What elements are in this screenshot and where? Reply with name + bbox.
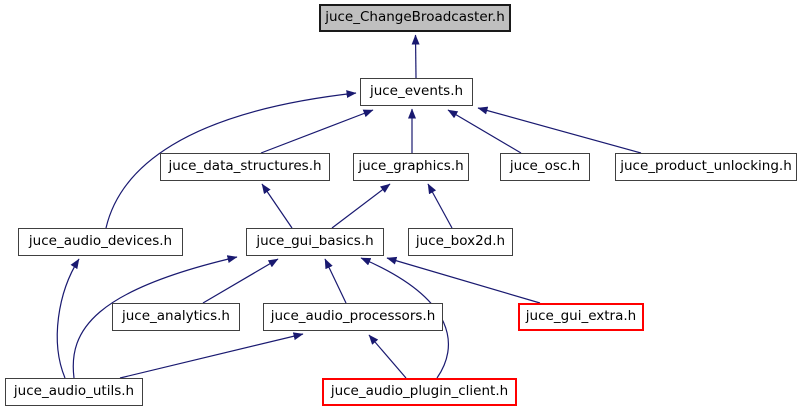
edge-juce_events-to-juce_ChangeBroadcaster — [411, 34, 420, 79]
node-label: juce_product_unlocking.h — [620, 158, 792, 175]
node-juce_audio_processors[interactable]: juce_audio_processors.h — [263, 303, 443, 331]
edge-juce_gui_basics-to-juce_graphics — [331, 183, 391, 229]
edge-juce_box2d-to-juce_graphics — [427, 183, 453, 229]
node-label: juce_ChangeBroadcaster.h — [325, 9, 505, 26]
node-label: juce_audio_plugin_client.h — [330, 383, 509, 400]
node-juce_product_unlocking[interactable]: juce_product_unlocking.h — [615, 153, 797, 181]
node-juce_osc[interactable]: juce_osc.h — [500, 153, 590, 181]
edge-juce_gui_extra-to-juce_gui_basics — [386, 256, 541, 304]
node-juce_graphics[interactable]: juce_graphics.h — [353, 153, 469, 181]
node-label: juce_osc.h — [509, 158, 581, 175]
node-label: juce_audio_devices.h — [28, 233, 173, 250]
node-label: juce_data_structures.h — [168, 158, 322, 175]
node-juce_analytics[interactable]: juce_analytics.h — [112, 303, 240, 331]
node-juce_audio_plugin_client[interactable]: juce_audio_plugin_client.h — [322, 378, 517, 406]
node-juce_gui_extra[interactable]: juce_gui_extra.h — [518, 303, 644, 331]
edge-juce_audio_plugin_client-to-juce_audio_processors — [368, 334, 407, 379]
node-label: juce_events.h — [369, 83, 464, 100]
edge-juce_analytics-to-juce_gui_basics — [202, 258, 279, 304]
node-juce_gui_basics[interactable]: juce_gui_basics.h — [246, 228, 384, 256]
node-label: juce_graphics.h — [358, 158, 464, 175]
node-juce_box2d[interactable]: juce_box2d.h — [408, 228, 513, 256]
node-label: juce_box2d.h — [415, 233, 506, 250]
node-label: juce_gui_basics.h — [256, 233, 374, 250]
node-label: juce_gui_extra.h — [525, 308, 637, 325]
edge-juce_product_unlocking-to-juce_events — [477, 106, 642, 154]
node-label: juce_audio_utils.h — [13, 383, 135, 400]
node-juce_ChangeBroadcaster[interactable]: juce_ChangeBroadcaster.h — [319, 4, 511, 32]
edge-juce_audio_utils-to-juce_audio_processors — [119, 332, 304, 379]
edge-juce_audio_utils-to-juce_gui_basics — [72, 255, 238, 379]
edge-juce_gui_basics-to-juce_data_structures — [261, 183, 293, 229]
node-label: juce_audio_processors.h — [270, 308, 436, 325]
node-juce_audio_utils[interactable]: juce_audio_utils.h — [5, 378, 143, 406]
node-juce_audio_devices[interactable]: juce_audio_devices.h — [18, 228, 183, 256]
edge-juce_data_structures-to-juce_events — [260, 109, 374, 154]
edge-juce_audio_plugin_client-to-juce_gui_basics — [360, 257, 449, 379]
node-label: juce_analytics.h — [122, 308, 230, 325]
edge-juce_osc-to-juce_events — [447, 109, 522, 154]
edge-juce_audio_processors-to-juce_gui_basics — [324, 258, 347, 304]
node-juce_data_structures[interactable]: juce_data_structures.h — [160, 153, 330, 181]
edge-juce_audio_utils-to-juce_audio_devices — [56, 258, 80, 379]
edge-juce_audio_devices-to-juce_events — [105, 90, 357, 229]
node-juce_events[interactable]: juce_events.h — [360, 78, 473, 106]
